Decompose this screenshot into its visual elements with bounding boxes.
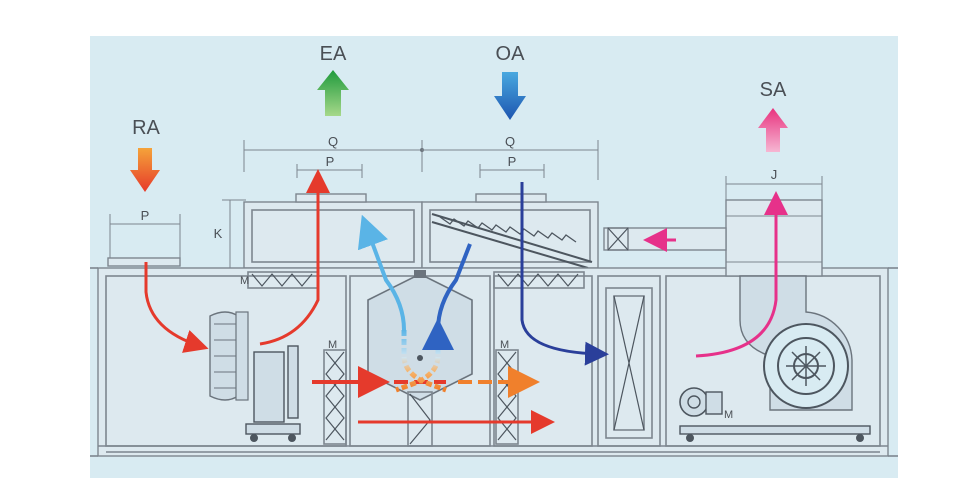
- ra-arrow: [130, 148, 160, 192]
- ea-flange: [295, 193, 367, 203]
- motor-mark-4: M: [724, 409, 733, 421]
- ra-label: RA: [132, 117, 160, 139]
- dim-j: J: [771, 167, 778, 182]
- dimension-p-oa: [479, 164, 545, 178]
- oa-damper: [431, 213, 593, 269]
- ea-arrow: [317, 70, 349, 116]
- ea-label: EA: [320, 43, 347, 65]
- motor-mark-1: M: [240, 275, 249, 287]
- dim-q-left: Q: [328, 134, 338, 149]
- dimension-j: [725, 176, 823, 200]
- damper-column-mid: [407, 391, 433, 447]
- dim-p-oa: P: [508, 154, 517, 169]
- dim-p-ea: P: [326, 154, 335, 169]
- dimension-q-right: [422, 140, 599, 180]
- motor-mark-2: M: [328, 339, 337, 351]
- return-fan: [209, 311, 249, 401]
- damper-column-left: [323, 349, 347, 445]
- supply-fan: [725, 199, 853, 411]
- oa-arrow: [494, 72, 526, 120]
- supply-fan-outlet: [725, 199, 823, 277]
- dim-p-inlet: P: [141, 208, 150, 223]
- return-air-path: [144, 262, 209, 353]
- return-fan-motor: [245, 345, 301, 442]
- dim-q-right: Q: [505, 134, 515, 149]
- dim-k: K: [214, 226, 223, 241]
- ra-flange: [107, 257, 181, 267]
- damper-strip-2: [493, 271, 585, 289]
- dimension-p-inlet: [109, 214, 181, 262]
- supply-air-path: [695, 191, 788, 358]
- supply-fan-motor: [679, 387, 871, 442]
- sa-label: SA: [760, 79, 787, 101]
- oa-flange: [475, 193, 547, 203]
- exhaust-air-path: [259, 169, 330, 346]
- exhaust-plenum-box: [243, 201, 423, 269]
- sa-arrow: [758, 108, 788, 152]
- cool-air-path: [357, 214, 406, 331]
- motor-mark-3: M: [500, 339, 509, 351]
- outdoor-plenum-box: [421, 201, 599, 269]
- dimension-q-left: [243, 140, 424, 172]
- oa-label: OA: [496, 43, 526, 65]
- outdoor-air-path: [520, 182, 609, 366]
